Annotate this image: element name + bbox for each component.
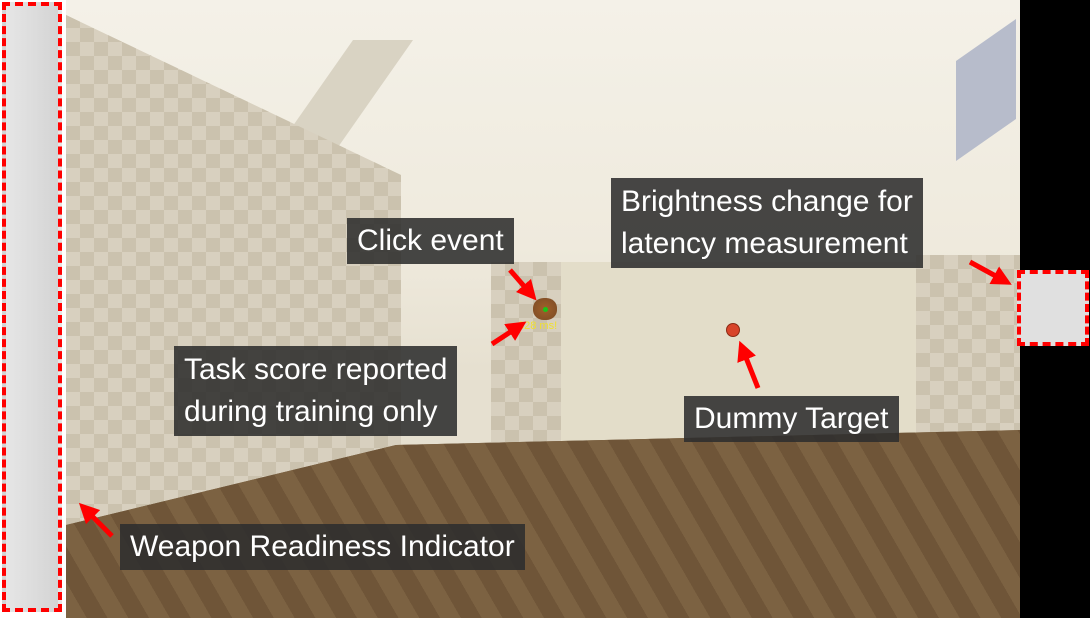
task-score-label: Task score reported during training only: [174, 346, 458, 436]
right-wall: [916, 255, 1020, 445]
dummy-target[interactable]: [726, 323, 740, 337]
click-event-label: Click event: [347, 218, 514, 264]
crosshair-dot: [543, 307, 548, 312]
brightness-label: Brightness change for latency measuremen…: [611, 178, 923, 268]
arrow-weapon-readiness: [78, 502, 114, 538]
arrow-dummy-target: [737, 340, 761, 389]
weapon-readiness-label: Weapon Readiness Indicator: [120, 524, 525, 570]
arrow-task-score: [490, 321, 527, 347]
brightness-label-line2: latency measurement: [621, 227, 908, 260]
task-score-text: 828 ms!: [518, 320, 558, 332]
weapon-readiness-indicator: [2, 2, 62, 612]
arrow-click-event: [508, 268, 537, 301]
task-score-label-line2: during training only: [184, 395, 438, 428]
dummy-target-label: Dummy Target: [684, 396, 899, 442]
task-score-label-line1: Task score reported: [184, 353, 448, 386]
brightness-label-line1: Brightness change for: [621, 185, 913, 218]
brightness-latency-square: [1017, 270, 1089, 346]
arrow-brightness: [968, 259, 1012, 285]
